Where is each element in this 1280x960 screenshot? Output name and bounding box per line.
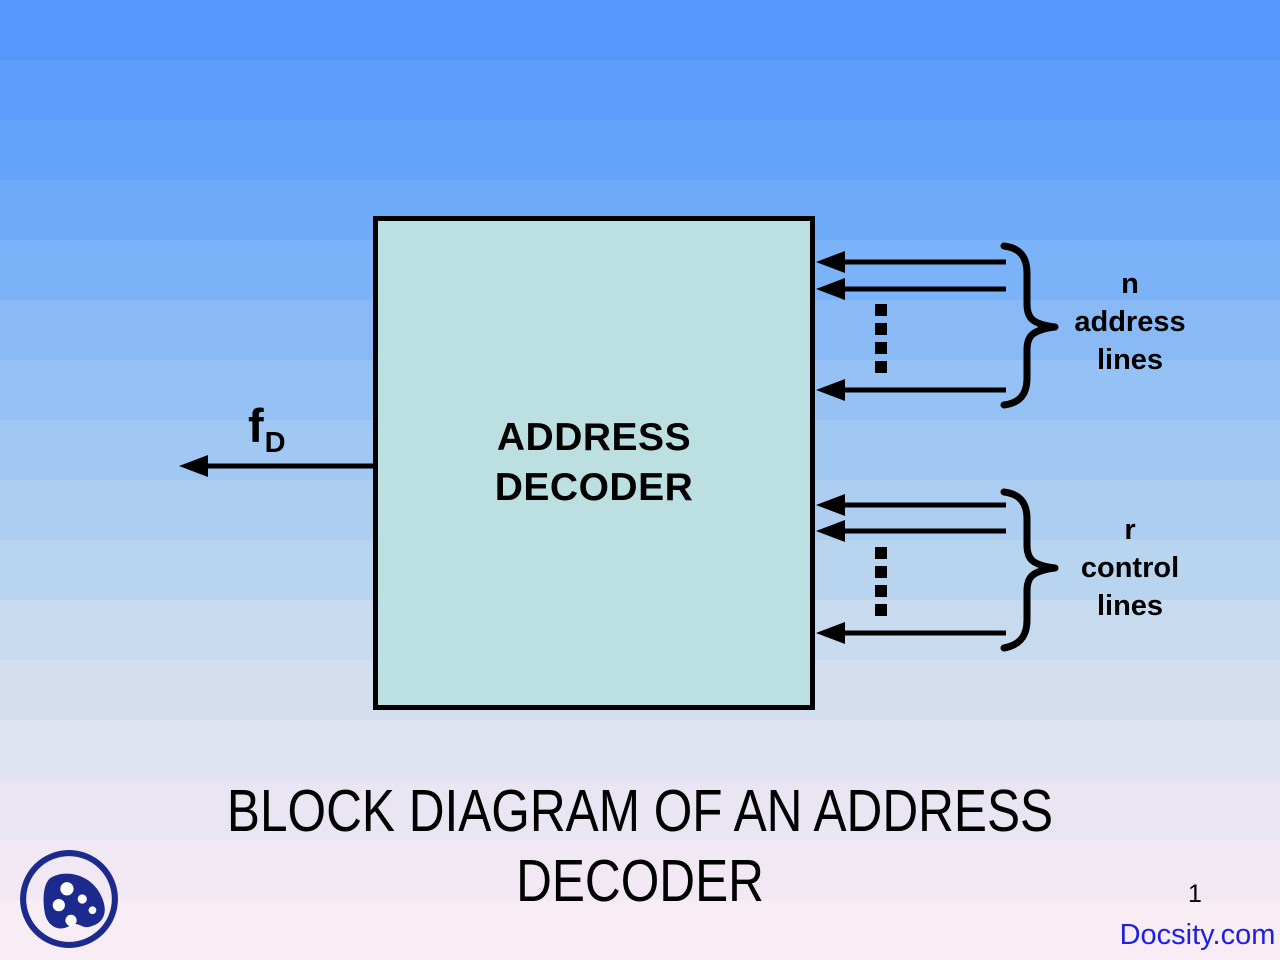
docsity-logo-icon [20,850,118,948]
docsity-watermark-link[interactable]: Docsity.com [1119,919,1276,951]
control-lines-brace [1000,488,1059,652]
slide-title: BLOCK DIAGRAM OF AN ADDRESS DECODER [226,778,1054,914]
fd-signal-label: fD [248,398,286,459]
fd-base: f [248,399,264,452]
r-control-lines-label: r control lines [1080,514,1180,622]
address-decoder-box: ADDRESS DECODER [373,216,815,710]
n-address-lines-label: n address lines [1074,268,1186,376]
block-label: ADDRESS DECODER [494,416,694,509]
address-lines-brace [1000,242,1059,409]
page-number: 1 [1188,880,1202,908]
address-lines-ellipsis-dots [875,304,887,373]
control-lines-ellipsis-dots [875,547,887,616]
fd-subscript: D [264,427,286,459]
output-arrow [179,455,373,477]
control-line-arrows [816,494,1006,644]
address-line-arrows [816,251,1006,401]
